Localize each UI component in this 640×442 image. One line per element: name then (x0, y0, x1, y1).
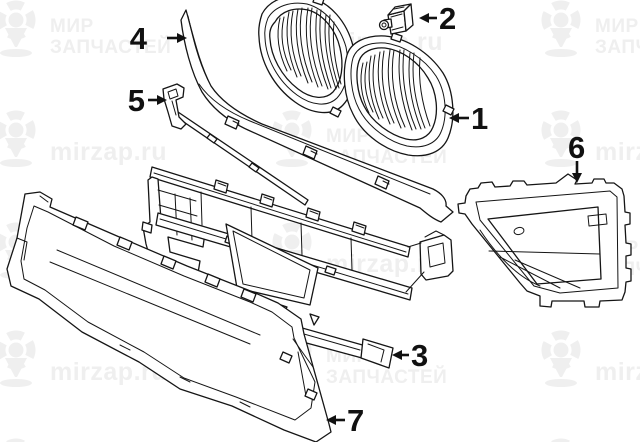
part-7-lower-grille-trim (6, 191, 332, 442)
callout-3: 3 (392, 338, 428, 373)
callout-5: 5 (128, 83, 167, 118)
part-6-fog-lamp-trim (457, 173, 632, 308)
callout-number-3: 3 (411, 338, 428, 373)
watermark-logo-icon (541, 330, 582, 387)
part-1-kidney-grille (258, 0, 455, 157)
watermark-site-text: mirzap.ru (595, 138, 640, 166)
part-2-camera-sensor (378, 3, 414, 35)
watermark-brand-text: МИР (326, 126, 370, 147)
callout-number-4: 4 (130, 21, 148, 56)
part-3-grille-support (141, 166, 454, 369)
watermark-logo-icon (0, 110, 36, 167)
watermark-logo-icon (541, 438, 582, 442)
arrow-down-icon (572, 173, 582, 183)
arrow-right-icon (157, 95, 167, 105)
watermark-brand-text: ЗАПЧАСТЕЙ (595, 36, 640, 58)
watermark-brand-text: ЗАПЧАСТЕЙ (50, 36, 171, 58)
arrow-left-icon (419, 13, 429, 23)
callout-7: 7 (326, 403, 364, 438)
watermark-site-text: mirzap.ru (50, 138, 167, 166)
watermark-logo-icon (0, 0, 36, 57)
callout-number-6: 6 (568, 130, 585, 165)
kidney-right-slats (360, 49, 431, 131)
watermark-logo-icon (0, 438, 36, 442)
part-4-upper-trim-strip (180, 9, 454, 223)
part-5-clip-bracket (162, 83, 309, 206)
watermark-logo-icon (0, 330, 36, 387)
arrow-left-icon (392, 350, 402, 360)
support-foot (360, 338, 394, 369)
kidney-left-slats (277, 7, 342, 90)
callout-number-5: 5 (128, 83, 145, 118)
watermark-brand-text: МИР (50, 16, 94, 37)
callout-2: 2 (419, 1, 456, 36)
callout-number-1: 1 (471, 101, 488, 136)
watermark-site-text: mirzap.ru (595, 358, 640, 386)
callout-number-7: 7 (347, 403, 364, 438)
arrow-left-icon (326, 415, 336, 425)
callout-number-2: 2 (439, 1, 456, 36)
watermark-logo-icon (541, 0, 582, 57)
watermark-brand-text: ЗАПЧАСТЕЙ (326, 366, 447, 388)
callout-6: 6 (568, 130, 585, 183)
arrow-right-icon (177, 33, 187, 43)
arrow-left-icon (449, 113, 459, 123)
callout-1: 1 (449, 101, 488, 136)
callout-4: 4 (130, 21, 187, 56)
watermark-brand-text: МИР (595, 16, 639, 37)
